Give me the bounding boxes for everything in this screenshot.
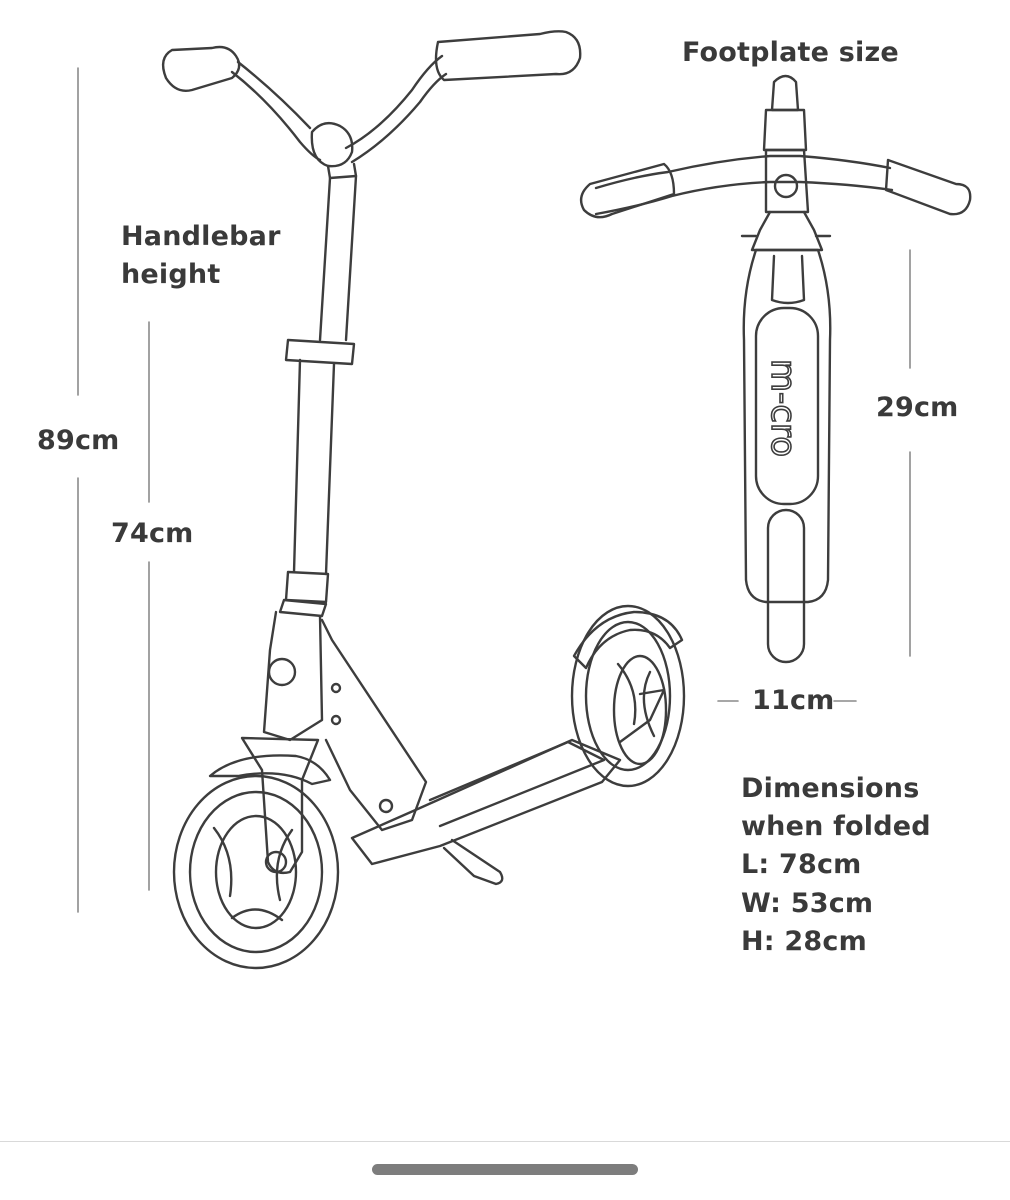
top-left-grip bbox=[579, 162, 676, 219]
top-right-grip bbox=[884, 158, 972, 216]
fold-latch bbox=[267, 657, 297, 687]
rear-wheel bbox=[570, 604, 686, 788]
deck bbox=[350, 738, 622, 866]
folded-dimensions-title-line1: Dimensions bbox=[741, 773, 920, 804]
handlebar-clamp bbox=[310, 121, 354, 168]
folded-width-value: W: 53cm bbox=[741, 888, 874, 919]
fold-brace bbox=[320, 618, 428, 832]
top-deck bbox=[742, 248, 832, 604]
kickstand bbox=[442, 838, 504, 886]
top-stem bbox=[770, 74, 800, 112]
left-grip bbox=[161, 45, 241, 92]
folding-collar bbox=[284, 570, 330, 604]
folded-height-value: H: 28cm bbox=[741, 926, 867, 957]
handlebar-height-label-line1: Handlebar bbox=[121, 221, 281, 252]
folded-length-value: L: 78cm bbox=[741, 849, 862, 880]
front-wheel bbox=[172, 774, 340, 970]
t-bar bbox=[326, 162, 358, 180]
front-fender bbox=[208, 754, 332, 786]
handlebar-height-value: 74cm bbox=[111, 518, 194, 549]
right-grip bbox=[434, 30, 582, 82]
scooter-top-view bbox=[579, 74, 972, 664]
front-block bbox=[262, 610, 324, 742]
top-rear-wheel bbox=[766, 508, 806, 664]
handlebar-left-arm bbox=[230, 60, 322, 162]
top-grip-pad bbox=[754, 306, 820, 506]
lower-stem bbox=[292, 358, 336, 576]
micro-logo: m-cro bbox=[763, 359, 803, 457]
rear-brake bbox=[618, 688, 666, 744]
bottom-divider bbox=[0, 1141, 1010, 1142]
home-indicator-bar[interactable] bbox=[372, 1164, 638, 1175]
footplate-length-value: 29cm bbox=[876, 392, 959, 423]
scooter-side-view bbox=[161, 30, 686, 970]
total-height-value: 89cm bbox=[37, 425, 120, 456]
folded-dimensions-title-line2: when folded bbox=[741, 811, 931, 842]
handlebar-right-arm bbox=[344, 54, 448, 164]
height-clamp bbox=[284, 338, 356, 366]
top-clamp-knob bbox=[773, 173, 799, 199]
handlebar-height-label-line2: height bbox=[121, 259, 221, 290]
upper-stem bbox=[318, 174, 358, 342]
footplate-size-label: Footplate size bbox=[682, 37, 899, 68]
rear-fender bbox=[572, 610, 684, 670]
footplate-width-value: 11cm bbox=[752, 685, 835, 716]
